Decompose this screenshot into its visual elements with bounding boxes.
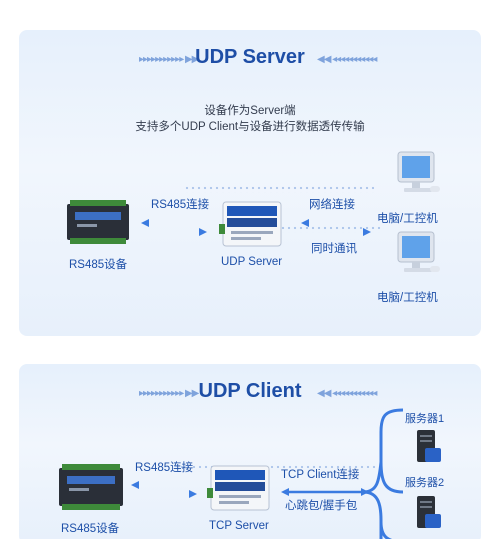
- udp-client-panel: ▸▸▸▸▸▸▸▸▸▸▸ ▶▶ UDP Client ◀◀ ◂◂◂◂◂◂◂◂◂◂◂…: [19, 364, 481, 539]
- tcp-server-label: TCP Server: [209, 520, 269, 532]
- data-stream-decoration: [274, 225, 384, 233]
- server-panel-title: UDP Server: [195, 46, 305, 68]
- client-panel-title: UDP Client: [198, 380, 302, 402]
- right-link-label: 网络连接: [309, 199, 355, 211]
- right-link-label: TCP Client连接: [281, 469, 360, 481]
- tcp-server-device-icon: [207, 465, 270, 511]
- udp-server-panel: ▸▸▸▸▸▸▸▸▸▸▸ ▶▶ UDP Server ◀◀ ◂◂◂◂◂◂◂◂◂◂◂…: [19, 30, 481, 336]
- left-link-label: RS485连接: [135, 462, 194, 474]
- title-left-arrows-icon: ▸▸▸▸▸▸▸▸▸▸▸ ▶▶: [139, 388, 199, 399]
- server-tower-icon: [417, 430, 441, 462]
- server2-label: 服务器2: [405, 477, 445, 489]
- udp-server-device-icon: [219, 201, 282, 247]
- rs485-device-label: RS485设备: [61, 523, 120, 535]
- simultaneous-comm-label: 同时通讯: [311, 243, 357, 255]
- title-left-arrows-icon: ▸▸▸▸▸▸▸▸▸▸▸ ▶▶: [139, 54, 199, 65]
- bidirectional-arrow-icon: [141, 219, 207, 236]
- rs485-device-label: RS485设备: [69, 259, 128, 271]
- title-right-arrows-icon: ◀◀ ◂◂◂◂◂◂◂◂◂◂◂: [317, 54, 377, 65]
- computer-icon: [397, 151, 440, 192]
- branch-connector: [362, 408, 404, 539]
- bidirectional-arrow-icon: [131, 481, 197, 498]
- data-stream-decoration: [179, 464, 379, 472]
- data-stream-decoration: [184, 185, 374, 193]
- server-tower-icon: [417, 496, 441, 528]
- server-subtitle-line2: 支持多个UDP Client与设备进行数据透传传输: [135, 121, 365, 133]
- pc1-label: 电脑/工控机: [377, 213, 438, 225]
- title-right-arrows-icon: ◀◀ ◂◂◂◂◂◂◂◂◂◂◂: [317, 388, 377, 399]
- pc2-label: 电脑/工控机: [377, 292, 438, 304]
- heartbeat-label: 心跳包/握手包: [285, 500, 358, 512]
- server1-label: 服务器1: [405, 413, 445, 425]
- bidirectional-arrow-icon: [301, 219, 371, 236]
- left-link-label: RS485连接: [151, 199, 210, 211]
- server-subtitle-line1: 设备作为Server端: [204, 105, 296, 117]
- computer-icon: [397, 231, 440, 272]
- rs485-device-icon: [59, 464, 123, 510]
- udp-server-label: UDP Server: [221, 256, 283, 268]
- rs485-device-icon: [67, 200, 129, 244]
